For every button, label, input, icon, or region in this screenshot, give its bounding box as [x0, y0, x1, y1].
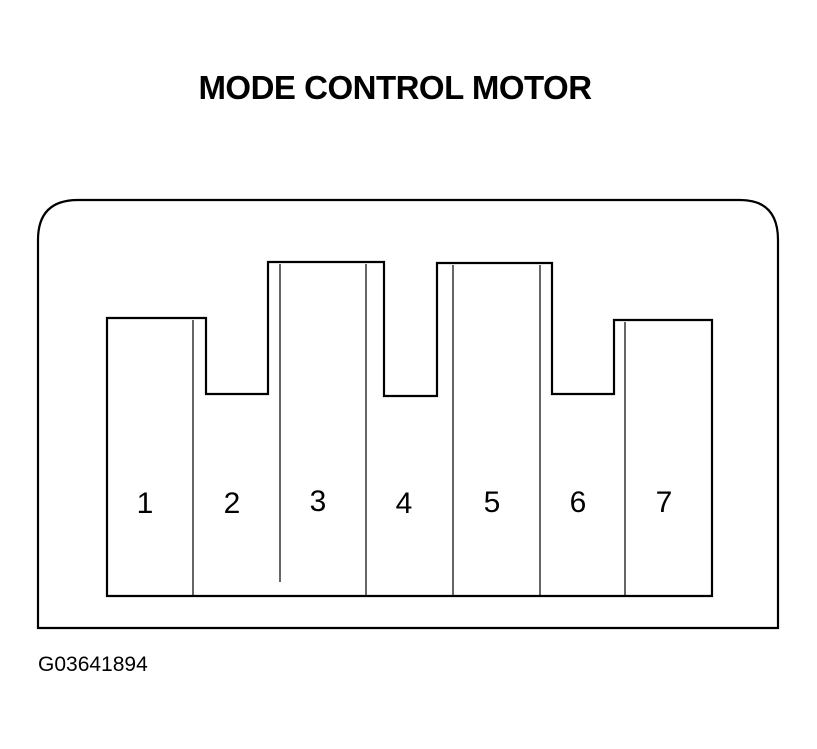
connector-housing: [36, 198, 780, 630]
pin-labels: 1 2 3 4 5 6 7: [137, 485, 673, 520]
figure-code: G03641894: [38, 653, 148, 676]
diagram-title: MODE CONTROL MOTOR: [198, 69, 592, 106]
pin-label-4: 4: [396, 487, 413, 520]
pin-label-5: 5: [484, 486, 501, 519]
terminal-cavity-outline: [105, 260, 714, 598]
pin-dividers: [192, 264, 626, 596]
pin-label-2: 2: [224, 487, 241, 520]
pin-label-7: 7: [656, 486, 673, 519]
pin-label-1: 1: [137, 487, 154, 520]
pin-label-6: 6: [570, 486, 587, 519]
pin-label-3: 3: [310, 485, 327, 518]
